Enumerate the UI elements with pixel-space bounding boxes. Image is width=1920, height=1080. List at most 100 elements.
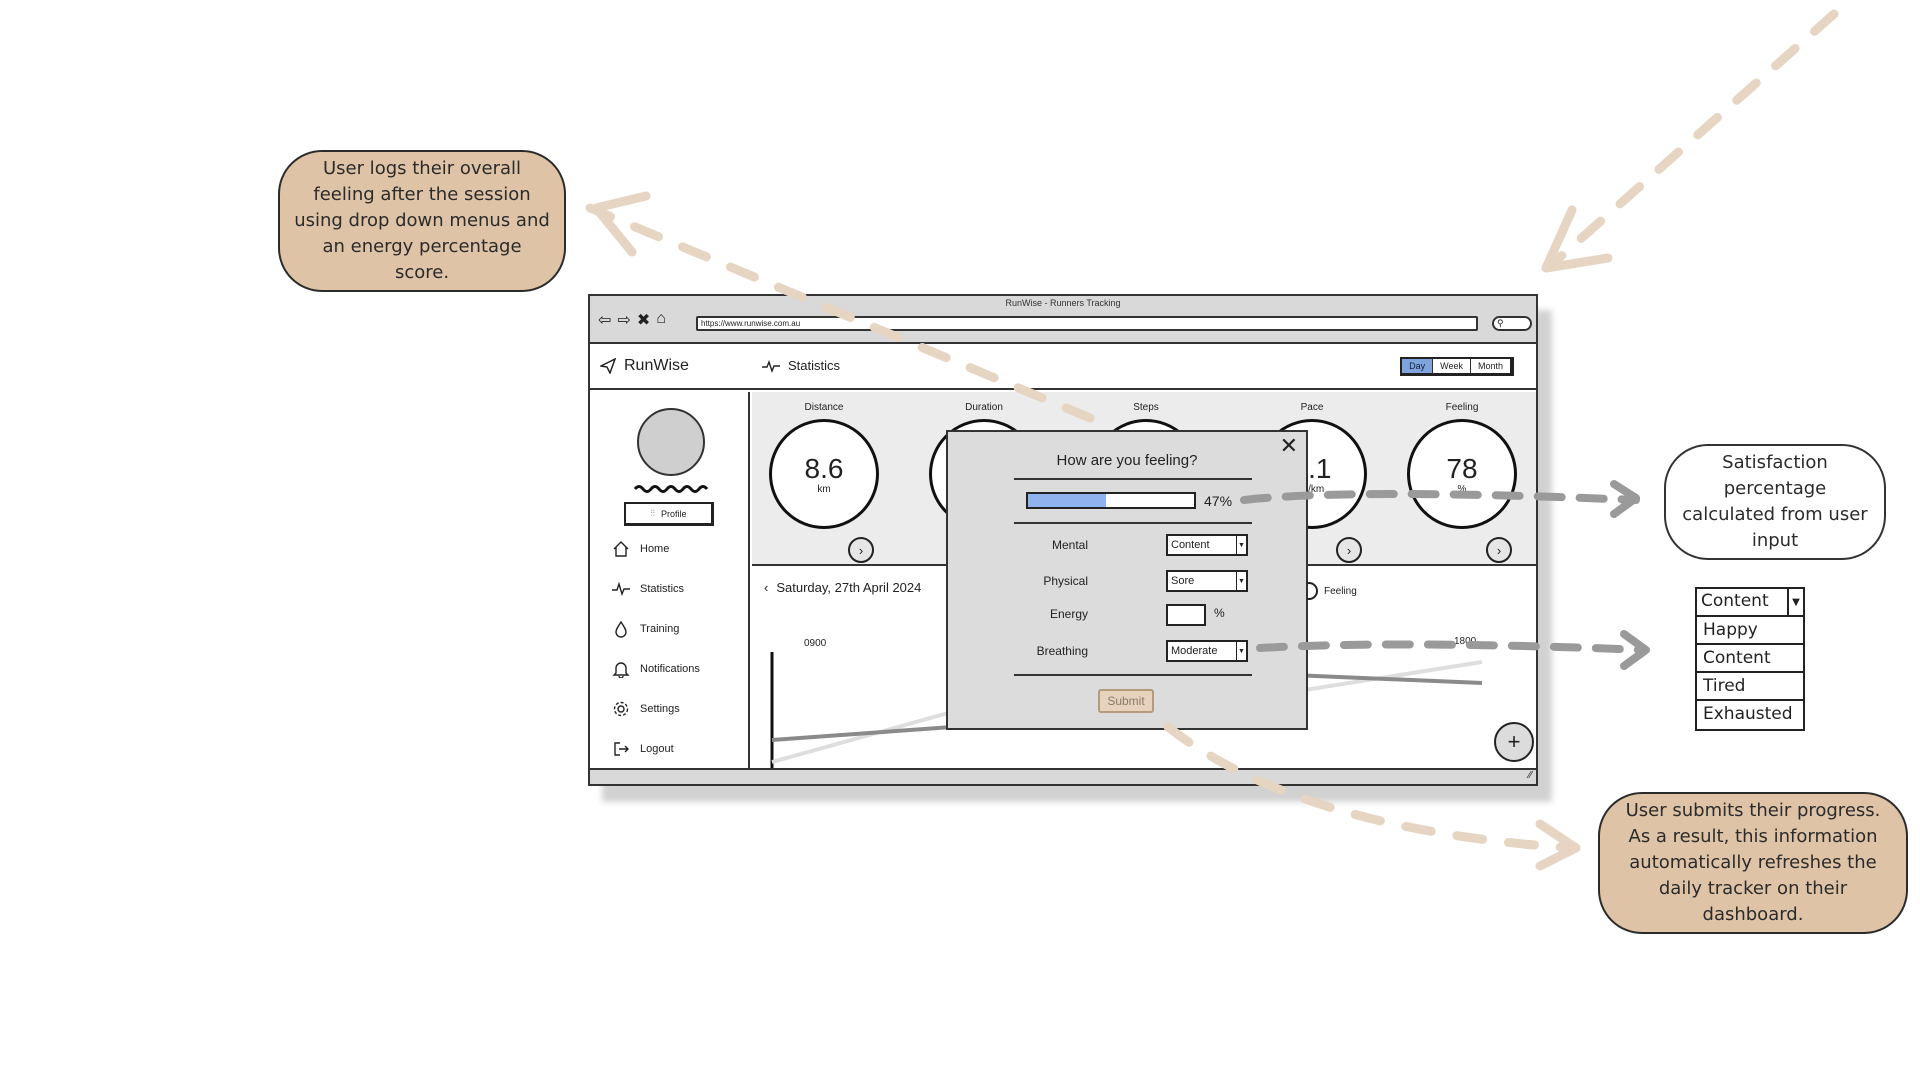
mental-select[interactable]: Content ▼ [1166,534,1248,556]
date-selector[interactable]: ‹ Saturday, 27th April 2024 [764,580,921,595]
forward-icon[interactable]: ⇨ [617,312,631,329]
chevron-down-icon: ▼ [1236,572,1246,590]
chart-line-secondary [771,710,953,764]
dropdown-sample-selected: Content [1701,591,1769,611]
dropdown-sample-option: Exhausted [1703,704,1793,724]
annotation-feeling-log-text: User logs their overall feeling after th… [294,158,550,283]
add-entry-button[interactable]: + [1494,722,1534,762]
stat-value: 8.6 [804,452,844,484]
back-icon[interactable]: ⇦ [598,312,612,329]
dropdown-sample-option: Tired [1697,673,1803,701]
browser-nav-buttons: ⇦ ⇨ ✖ ⌂ [598,310,666,330]
mental-label: Mental [1051,538,1088,552]
arrow-from-top-right [1545,9,1839,271]
legend-feeling-label: Feeling [1324,585,1357,597]
satisfaction-percent: 47% [1204,493,1233,509]
stat-label: Duration [965,402,1003,413]
browser-search-box[interactable]: ⚲ [1492,316,1532,331]
close-icon[interactable]: ✖ [636,312,651,329]
chart-tick-end: 1800 [1454,636,1477,647]
arrowhead-submit-note [1535,819,1581,871]
dropdown-sample-header: Content ▼ [1697,589,1803,617]
stat-feeling: Feeling 78 % › [1402,402,1522,563]
breathing-select[interactable]: Moderate ▼ [1166,640,1248,662]
logout-icon [614,742,629,756]
brand-name: RunWise [624,357,689,374]
annotation-satisfaction-text: Satisfaction percentage calculated from … [1682,452,1868,551]
stat-distance: Distance 8.6 km › [764,402,884,563]
arrowhead-feeling-note [591,191,651,257]
pulse-icon [762,359,780,373]
chevron-right-icon[interactable]: › [1336,537,1362,563]
annotation-submit-progress-text: User submits their progress. As a result… [1625,800,1881,925]
chevron-right-icon[interactable]: › [848,537,874,563]
sidebar-item-label: Logout [640,743,674,755]
sidebar-item-notifications[interactable]: Notifications [612,660,700,678]
sidebar-item-logout[interactable]: Logout [612,740,674,758]
breathing-select-value: Moderate [1171,645,1218,657]
satisfaction-progress-fill [1028,494,1107,507]
chart-line-secondary [1291,660,1483,694]
breathing-label: Breathing [1036,644,1088,658]
address-bar[interactable]: https://www.runwise.com.au [696,316,1478,331]
close-icon[interactable]: ✕ [1279,433,1298,458]
chart-line-primary [771,725,953,742]
stat-label: Distance [804,402,844,413]
arrowhead-top-right [1541,205,1613,273]
profile-button[interactable]: ⫶⫶ Profile [624,502,714,526]
modal-divider [1014,478,1252,480]
stat-unit: % [1457,483,1467,495]
dropdown-sample-option: Happy [1697,617,1803,645]
legend-feeling: Feeling [1300,582,1357,600]
chevron-right-icon[interactable]: › [1486,537,1512,563]
username-scribble [633,485,709,493]
sidebar-item-label: Settings [640,703,680,715]
energy-input[interactable] [1166,604,1206,626]
energy-label: Energy [1049,607,1088,621]
browser-chrome: RunWise - Runners Tracking ⇦ ⇨ ✖ ⌂ https… [590,296,1536,344]
chevron-left-icon[interactable]: ‹ [764,580,769,595]
profile-button-label: Profile [661,508,687,519]
modal-divider [1014,674,1252,676]
bell-icon [612,662,630,678]
sliders-icon: ⫶⫶ [650,508,655,518]
modal-divider [1014,522,1252,524]
range-day-button[interactable]: Day [1402,359,1434,373]
sidebar-item-label: Statistics [640,583,685,595]
drop-icon [615,620,627,638]
range-month-button[interactable]: Month [1470,359,1510,373]
sidebar: ⫶⫶ Profile Home Statistics Training Noti… [590,392,750,772]
submit-button[interactable]: Submit [1098,689,1154,713]
sidebar-item-statistics[interactable]: Statistics [612,580,684,598]
physical-select-value: Sore [1171,575,1195,587]
home-icon[interactable]: ⌂ [656,310,666,327]
sidebar-item-label: Home [640,543,670,555]
dropdown-sample-option: Content [1697,645,1803,673]
sidebar-item-home[interactable]: Home [612,540,669,558]
browser-statusbar: ⁄⁄ [590,768,1536,784]
plus-icon: + [1507,729,1521,754]
section-title: Statistics [762,358,840,373]
mental-select-value: Content [1171,539,1210,551]
feeling-dropdown-sample: Content ▼ Happy Content Tired Exhausted [1695,587,1805,731]
sidebar-item-training[interactable]: Training [612,620,679,638]
modal-heading: How are you feeling? [1056,452,1198,469]
app-brand[interactable]: RunWise [600,357,689,375]
physical-select[interactable]: Sore ▼ [1166,570,1248,592]
feeling-modal: ✕ How are you feeling? 47% Mental Conten… [946,430,1308,730]
resize-grip-icon[interactable]: ⁄⁄ [1528,770,1532,781]
stat-ring: 78 % [1407,419,1517,529]
stat-ring: 8.6 km [769,419,879,529]
stat-label: Pace [1300,402,1324,413]
sidebar-item-label: Notifications [640,663,700,675]
energy-unit: % [1214,606,1225,620]
range-week-button[interactable]: Week [1433,359,1471,373]
search-icon: ⚲ [1497,318,1504,328]
avatar[interactable] [637,408,705,476]
sidebar-item-settings[interactable]: Settings [612,700,680,718]
app-header: RunWise Statistics Day Week Month [590,344,1536,390]
chart-tick-start: 0900 [804,638,827,649]
satisfaction-progress [1026,492,1196,509]
chevron-down-icon: ▼ [1236,642,1246,660]
annotation-submit-progress: User submits their progress. As a result… [1598,792,1908,934]
